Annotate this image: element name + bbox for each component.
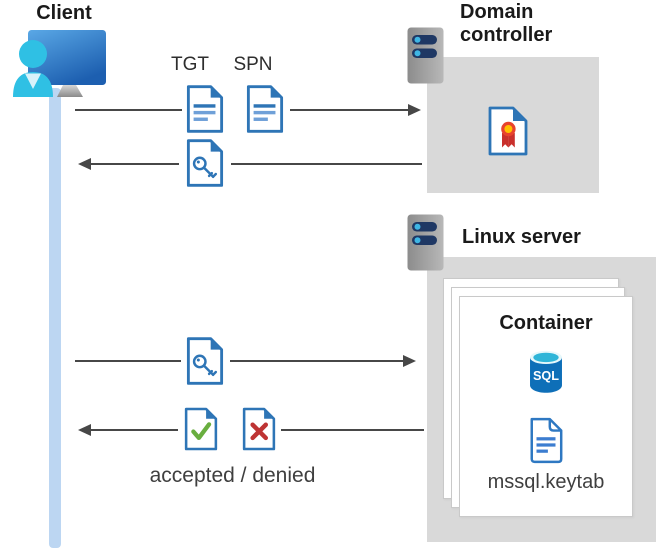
- arrow-request-head: [408, 104, 421, 116]
- arrow-ticket-line-right: [231, 163, 422, 165]
- key-document-icon-reply: [186, 138, 224, 188]
- linux-server-label: Linux server: [462, 226, 581, 248]
- sql-database-icon: SQL: [530, 350, 562, 393]
- accepted-document-icon: [184, 405, 218, 453]
- spn-document-icon: [246, 84, 284, 134]
- certificate-icon: [488, 106, 528, 156]
- result-caption: accepted / denied: [149, 464, 316, 487]
- client-label: Client: [36, 2, 92, 24]
- arrow-result-line-right: [281, 429, 424, 431]
- arrow-request-line-right: [290, 109, 410, 111]
- arrow-request-line-left: [75, 109, 182, 111]
- client-lifeline: [49, 88, 61, 548]
- sql-badge-text: SQL: [533, 369, 559, 383]
- arrow-ticket-head: [78, 158, 91, 170]
- denied-document-icon: [242, 405, 276, 453]
- server-icon-domain-controller: [407, 27, 444, 84]
- tgt-label: TGT: [171, 54, 209, 75]
- arrow-present-line-right: [230, 360, 405, 362]
- arrow-present-head: [403, 355, 416, 367]
- container-card-front: Container SQL mssql.keytab: [459, 296, 633, 517]
- key-document-icon-present: [186, 336, 224, 386]
- client-icon: [13, 30, 106, 97]
- arrow-result-line-left: [89, 429, 178, 431]
- tgt-document-icon: [186, 84, 224, 134]
- container-label: Container: [499, 312, 593, 334]
- arrow-present-line-left: [75, 360, 181, 362]
- spn-label: SPN: [233, 54, 273, 75]
- keytab-document-icon: [530, 417, 563, 464]
- domain-controller-label: Domain controller: [460, 1, 553, 46]
- keytab-label: mssql.keytab: [487, 471, 605, 493]
- arrow-ticket-line-left: [89, 163, 179, 165]
- server-icon-linux: [407, 214, 444, 271]
- arrow-result-head: [78, 424, 91, 436]
